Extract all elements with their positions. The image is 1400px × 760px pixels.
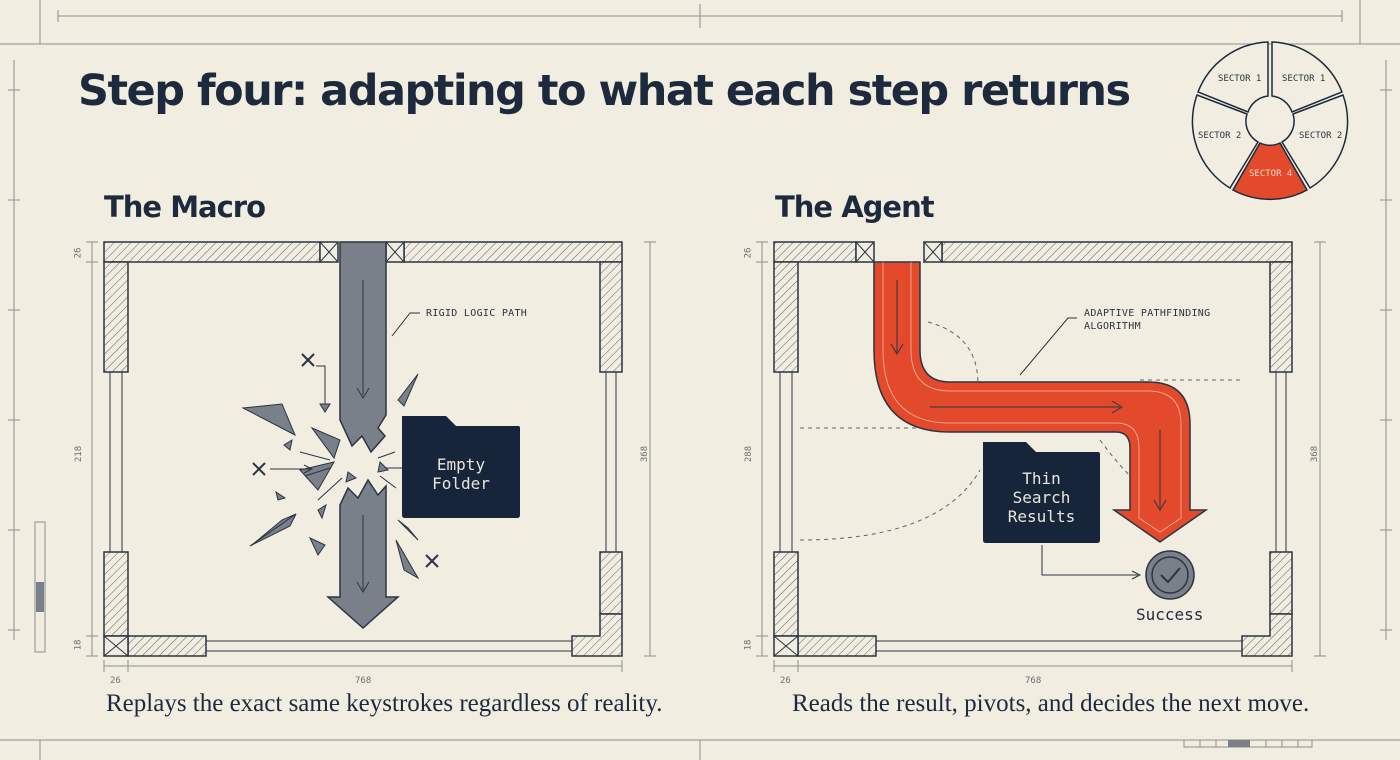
success-label: Success [1136, 605, 1204, 624]
sector-label-top-right: SECTOR 1 [1282, 74, 1326, 84]
agent-dim-right: 368 [1310, 445, 1321, 463]
search-results-folder-icon [983, 442, 1100, 543]
sector-label-top-left: SECTOR 1 [1218, 74, 1262, 84]
macro-dim-bottom: 768 [355, 676, 372, 686]
sector-top-right [1271, 41, 1343, 113]
frame-ticks [8, 89, 1392, 631]
sector-dial [1191, 41, 1349, 201]
scale-bar-left [34, 521, 46, 653]
agent-room [756, 241, 1326, 672]
macro-dim-corner: 18 [73, 639, 84, 651]
agent-dim-corner: 18 [743, 639, 754, 651]
search-results-folder-label: Thin Search Results [1007, 469, 1076, 526]
macro-dim-bottom-left: 26 [110, 676, 121, 686]
sector-label-mid-left: SECTOR 2 [1198, 131, 1242, 141]
scale-bar-bottom [1183, 739, 1313, 748]
empty-folder-label: Empty Folder [432, 455, 490, 493]
macro-caption: Replays the exact same keystrokes regard… [106, 690, 663, 717]
shatter-shards [241, 373, 420, 580]
page-title: Step four: adapting to what each step re… [78, 66, 1131, 116]
sector-label-bottom: SECTOR 4 [1249, 169, 1293, 179]
success-check-icon [1145, 550, 1195, 600]
macro-dim-right: 368 [640, 445, 651, 463]
sector-mid-right [1280, 94, 1349, 190]
sector-top-left [1197, 41, 1269, 113]
agent-dim-top: 26 [743, 247, 754, 259]
macro-heading: The Macro [104, 190, 266, 224]
empty-folder-icon [402, 416, 520, 518]
sector-label-mid-right: SECTOR 2 [1299, 131, 1343, 141]
macro-dim-left: 218 [74, 445, 85, 463]
sector-bottom [1231, 142, 1309, 201]
agent-dim-bottom-left: 26 [780, 676, 791, 686]
agent-dim-bottom: 768 [1025, 676, 1042, 686]
agent-dim-left: 288 [744, 445, 755, 463]
agent-heading: The Agent [775, 190, 935, 224]
adaptive-path-label: ADAPTIVE PATHFINDING ALGORITHM [1084, 308, 1211, 332]
error-markers [252, 353, 439, 568]
macro-room [86, 241, 656, 672]
agent-caption: Reads the result, pivots, and decides th… [792, 690, 1310, 717]
sector-mid-left [1191, 94, 1260, 190]
rigid-path-label: RIGID LOGIC PATH [426, 308, 528, 319]
macro-dim-top: 26 [73, 247, 84, 259]
